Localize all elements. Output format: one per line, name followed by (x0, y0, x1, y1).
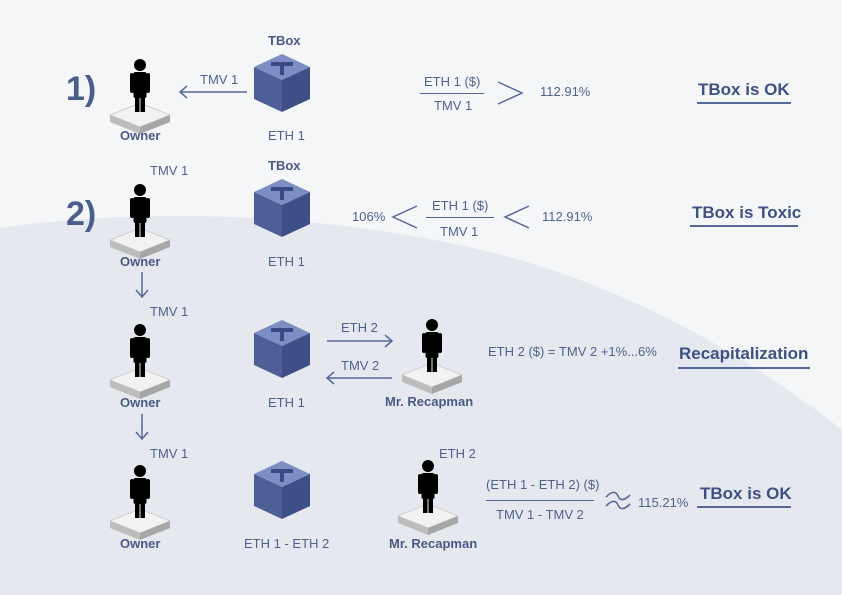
less-than-sign-2a (391, 205, 418, 229)
arrow-down-owner-2 (135, 272, 149, 299)
approx-sign-4 (605, 491, 631, 510)
owner-tag-4: TMV 1 (150, 446, 189, 461)
arrow-label-eth-2: ETH 2 (341, 320, 378, 335)
tbox-cube-3 (254, 320, 310, 378)
tbox-cube-1 (254, 54, 310, 112)
arrow-left-1 (178, 85, 247, 99)
arrow-down-owner-3 (135, 414, 149, 441)
owner-tag-2: TMV 1 (150, 163, 189, 178)
ratio-numerator-4: (ETH 1 - ETH 2) ($) (486, 477, 600, 492)
owner-tag-3: TMV 1 (150, 304, 189, 319)
tbox-label-1: ETH 1 (268, 128, 305, 143)
owner-figure-3 (109, 324, 171, 400)
status-underline-3 (678, 367, 810, 369)
owner-label-3: Owner (120, 395, 161, 410)
tbox-cube-2 (254, 179, 310, 237)
compare-right-4: 115.21% (638, 495, 689, 510)
recapman-tag-4: ETH 2 (439, 446, 476, 461)
recapman-figure-3 (401, 319, 463, 395)
ratio-numerator-1: ETH 1 ($) (424, 74, 481, 89)
tbox-title-2: TBox (268, 158, 301, 173)
ratio-denominator-1: TMV 1 (434, 98, 473, 113)
fraction-line-2 (426, 217, 494, 218)
compare-right-1: 112.91% (540, 84, 591, 99)
recap-formula: ETH 2 ($) = TMV 2 +1%...6% (488, 344, 657, 359)
status-underline-4 (697, 506, 791, 508)
arrow-label-tmv-1: TMV 1 (200, 72, 239, 87)
status-underline-1 (697, 102, 791, 104)
ratio-numerator-2: ETH 1 ($) (432, 198, 489, 213)
owner-figure-4 (109, 465, 171, 541)
status-underline-2 (690, 225, 798, 227)
tbox-cube-4 (254, 461, 310, 519)
step-number-2: 2) (66, 195, 97, 233)
tbox-label-4: ETH 1 - ETH 2 (244, 536, 330, 551)
tbox-label-2: ETH 1 (268, 254, 305, 269)
fraction-line-4 (486, 500, 594, 501)
ratio-denominator-4: TMV 1 - TMV 2 (496, 507, 584, 522)
fraction-line-1 (420, 93, 484, 94)
ratio-denominator-2: TMV 1 (440, 224, 479, 239)
tbox-title-1: TBox (268, 33, 301, 48)
status-label-4: TBox is OK (700, 484, 792, 503)
owner-figure-1 (109, 59, 171, 135)
status-label-1: TBox is OK (698, 80, 790, 99)
owner-figure-2 (109, 184, 171, 260)
less-than-sign-2b (503, 205, 530, 229)
arrow-right-eth2 (327, 334, 394, 348)
owner-label-1: Owner (120, 128, 161, 143)
tbox-label-3: ETH 1 (268, 395, 305, 410)
greater-than-sign-1 (497, 81, 524, 105)
recapman-label-3: Mr. Recapman (385, 394, 474, 409)
compare-left-2: 106% (352, 209, 386, 224)
step-number-1: 1) (66, 70, 97, 108)
owner-label-2: Owner (120, 254, 161, 269)
owner-label-4: Owner (120, 536, 161, 551)
status-label-2: TBox is Toxic (692, 203, 802, 222)
arrow-left-tmv2 (325, 371, 392, 385)
status-label-3: Recapitalization (679, 344, 809, 363)
recapman-label-4: Mr. Recapman (389, 536, 478, 551)
arrow-label-tmv-2: TMV 2 (341, 358, 380, 373)
compare-right-2: 112.91% (542, 209, 593, 224)
